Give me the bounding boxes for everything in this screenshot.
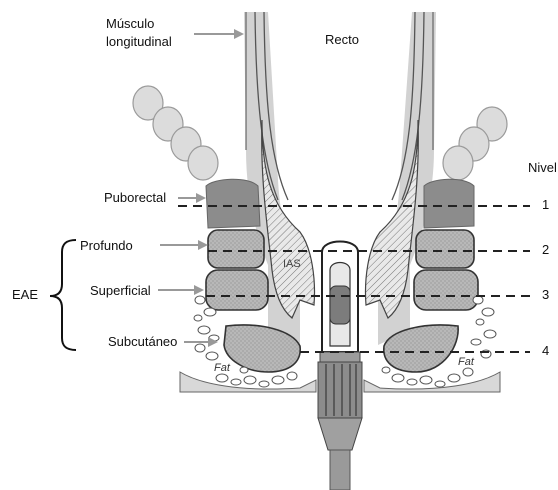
eae-label: EAE: [12, 287, 38, 303]
eae-brace: [50, 240, 76, 350]
level-heading: Nivel: [528, 160, 557, 176]
ias-label: IAS: [283, 258, 301, 270]
level-number-4: 4: [542, 343, 549, 359]
deep-eas-label: Profundo: [80, 238, 133, 254]
longitudinal-muscle-label-line2: longitudinal: [106, 34, 172, 50]
puborectal-right: [424, 179, 474, 228]
longitudinal-muscle-label-line1: Músculo: [106, 16, 154, 32]
superficial-eas-label: Superficial: [90, 283, 151, 299]
levator-ani-right: [443, 107, 507, 180]
ultrasound-probe: [318, 242, 362, 490]
subcutaneous-eas-label: Subcutáneo: [108, 334, 177, 350]
level-number-1: 1: [542, 197, 549, 213]
puborectal-left: [206, 179, 260, 228]
rectum-label: Recto: [325, 32, 359, 48]
levator-ani-left: [133, 86, 218, 180]
puborectal-label: Puborectal: [104, 190, 166, 206]
level-number-2: 2: [542, 242, 549, 258]
level-number-3: 3: [542, 287, 549, 303]
fat-label-right: Fat: [458, 356, 474, 368]
fat-label-left: Fat: [214, 362, 230, 374]
